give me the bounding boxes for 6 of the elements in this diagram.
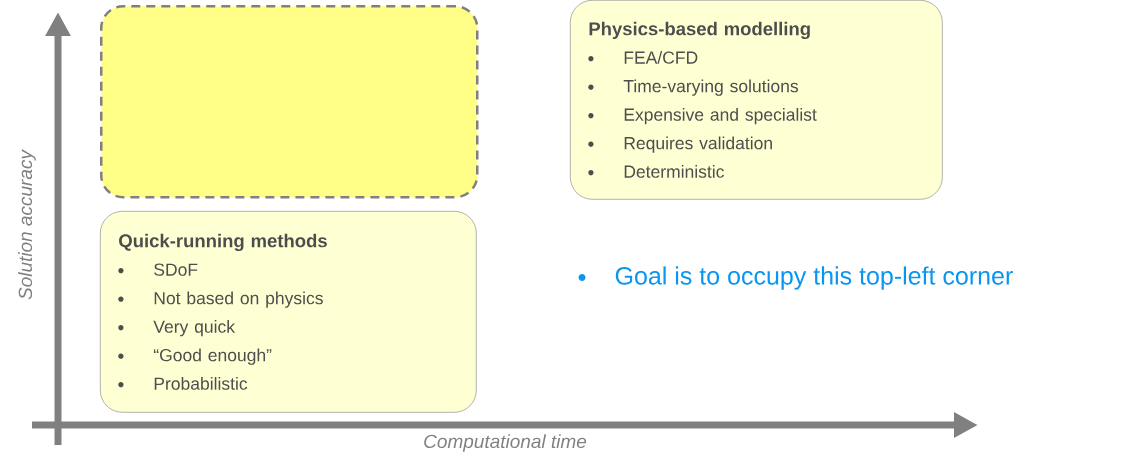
axis-label: Solution accuracy — [18, 149, 36, 300]
target-box — [100, 5, 479, 199]
method-box: Physics-based modelling FEA/CFD Time-varying solutions Expensive and specialist Requires validation Deterministic — [570, 0, 943, 200]
method-box: Quick-running methods SDoF Not based on physics Very quick “Good enough” Probabilistic — [100, 211, 477, 413]
goal-bullet-text: Goal is to occupy this top-left corner — [578, 266, 1013, 290]
axis-label: Computational time — [424, 434, 587, 452]
